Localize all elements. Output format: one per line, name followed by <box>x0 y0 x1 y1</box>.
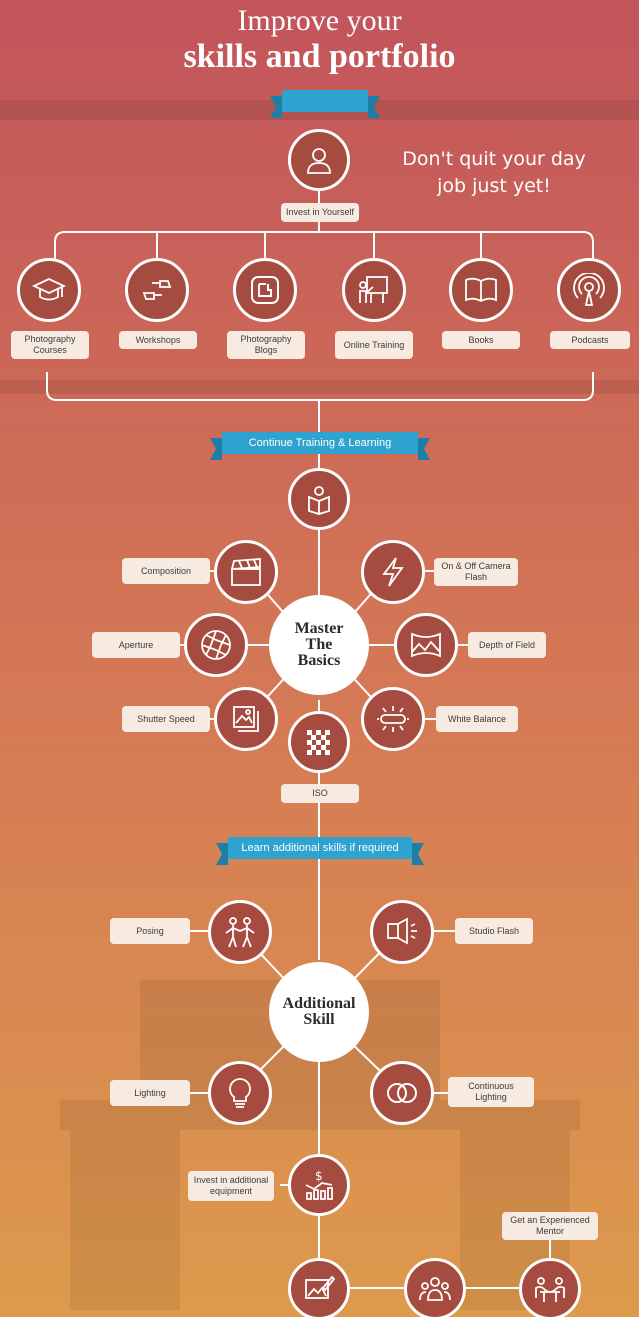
resource-node-blogs <box>233 258 297 322</box>
basics-label-depth-of-field: Depth of Field <box>468 632 546 658</box>
resource-node-workshops <box>125 258 189 322</box>
svg-text:$: $ <box>315 1169 323 1183</box>
tagline: Don't quit your day job just yet! <box>402 148 586 197</box>
bulb-icon <box>229 1078 251 1108</box>
resource-node-online-training <box>342 258 406 322</box>
basics-node-flash <box>361 540 425 604</box>
equipment-label: Invest in additional equipment <box>188 1171 274 1201</box>
additional-skill-center: Additional Skill <box>269 962 369 1062</box>
grid-icon <box>307 730 330 755</box>
resource-label-podcasts: Podcasts <box>550 331 630 349</box>
ribbon-additional-skills: Learn additional skills if required <box>216 837 424 865</box>
training-node <box>288 468 350 530</box>
presentation-icon <box>359 276 388 303</box>
bottom-node-portfolio <box>288 1258 350 1320</box>
lamp-icon <box>377 706 409 732</box>
person-icon <box>307 148 331 174</box>
bottom-node-community <box>404 1258 466 1320</box>
graduation-cap-icon <box>32 278 66 301</box>
hands-icon <box>142 280 172 300</box>
resource-label-courses: Photography Courses <box>11 331 89 359</box>
meeting-icon <box>535 1277 565 1302</box>
additional-label-posing: Posing <box>110 918 190 944</box>
mentor-label: Get an Experienced Mentor <box>502 1212 598 1240</box>
basics-label-white-balance: White Balance <box>436 706 518 732</box>
top-ribbon <box>270 90 380 118</box>
podcast-icon <box>573 273 605 306</box>
book-icon <box>465 277 497 303</box>
ribbon-continue-training: Continue Training & Learning <box>210 432 430 460</box>
basics-node-aperture <box>184 613 248 677</box>
additional-label-studio-flash: Studio Flash <box>455 918 533 944</box>
blog-icon <box>251 276 279 304</box>
additional-label-continuous-lighting: Continuous Lighting <box>448 1077 534 1107</box>
studio-flash-icon <box>387 917 417 945</box>
group-icon <box>419 1277 451 1301</box>
resource-node-podcasts <box>557 258 621 322</box>
resource-label-workshops: Workshops <box>119 331 197 349</box>
basics-label-aperture: Aperture <box>92 632 180 658</box>
basics-label-shutter-speed: Shutter Speed <box>122 706 210 732</box>
additional-node-continuous-lighting <box>370 1061 434 1125</box>
resource-label-blogs: Photography Blogs <box>227 331 305 359</box>
clapperboard-icon <box>230 558 261 586</box>
basics-node-depth-of-field <box>394 613 458 677</box>
invest-label: Invest in Yourself <box>281 203 359 222</box>
additional-node-lighting <box>208 1061 272 1125</box>
title-line-1: Improve your <box>237 4 402 37</box>
invest-node <box>288 129 350 191</box>
additional-label-lighting: Lighting <box>110 1080 190 1106</box>
circles-icon <box>387 1083 417 1103</box>
flash-icon <box>382 557 404 587</box>
basics-label-composition: Composition <box>122 558 210 584</box>
basics-node-shutter-speed <box>214 687 278 751</box>
money-chart-icon: $ <box>305 1169 333 1200</box>
basics-node-white-balance <box>361 687 425 751</box>
resource-node-books <box>449 258 513 322</box>
resource-label-books: Books <box>442 331 520 349</box>
title-line-2: skills and portfolio <box>183 38 456 75</box>
reading-icon <box>308 486 330 515</box>
additional-node-posing <box>208 900 272 964</box>
landscape-icon <box>411 632 441 658</box>
basics-node-composition <box>214 540 278 604</box>
master-basics-center: Master The Basics <box>269 595 369 695</box>
resource-label-online-training: Online Training <box>335 331 413 359</box>
photos-icon <box>233 706 259 732</box>
aperture-icon <box>201 630 231 660</box>
people-icon <box>225 917 255 948</box>
equipment-node: $ <box>288 1154 350 1216</box>
resource-node-courses <box>17 258 81 322</box>
bottom-node-mentor <box>519 1258 581 1320</box>
basics-node-iso <box>288 711 350 773</box>
basics-label-iso: ISO <box>281 784 359 803</box>
additional-node-studio-flash <box>370 900 434 964</box>
basics-label-flash: On & Off Camera Flash <box>434 558 518 586</box>
picture-pen-icon <box>305 1275 335 1299</box>
